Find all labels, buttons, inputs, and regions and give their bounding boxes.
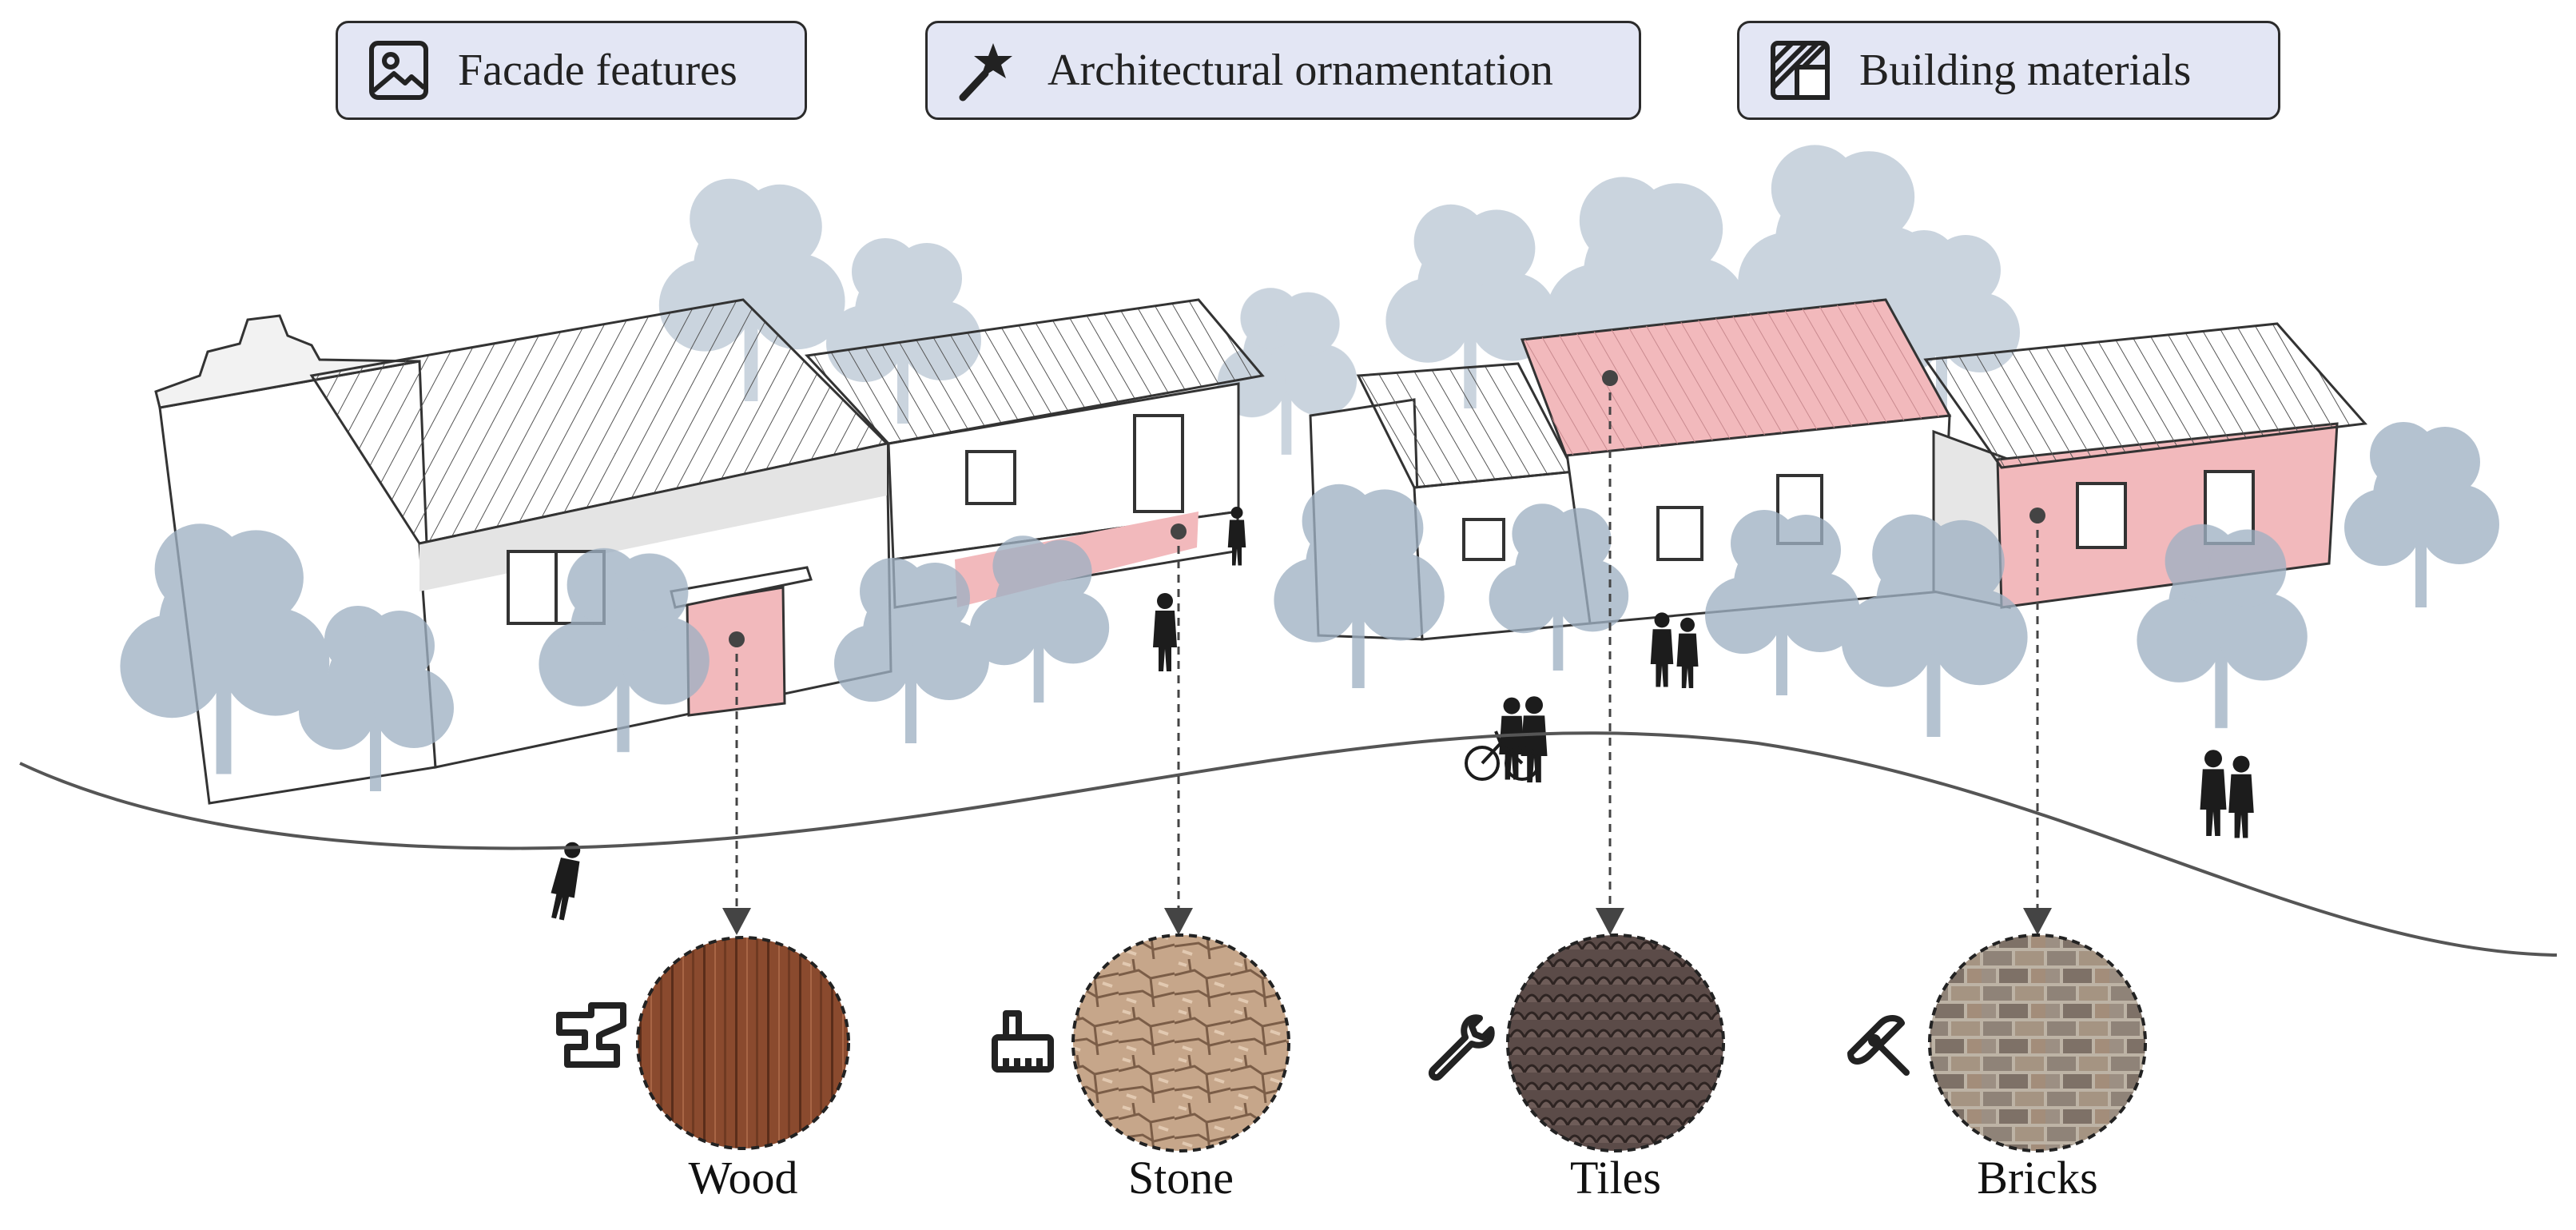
category-label: Facade features: [458, 46, 737, 95]
wrench-icon: [1428, 1014, 1495, 1081]
category-chip-architectural-ornamentation: Architectural ornamentation: [925, 21, 1641, 120]
brick-texture: [1928, 933, 2147, 1152]
pocket-knife-icon: [1847, 1015, 1910, 1076]
roof-tile-texture: [1506, 933, 1725, 1152]
wood-texture: [636, 936, 850, 1150]
hatched-square-icon: [1768, 38, 1832, 102]
category-label: Architectural ornamentation: [1047, 46, 1553, 95]
callout-endpoints: [722, 370, 2052, 935]
road-curve: [19, 731, 2558, 957]
category-chip-building-materials: Building materials: [1737, 21, 2280, 120]
stone-texture: [1071, 933, 1290, 1152]
people-silhouettes: [546, 507, 2254, 922]
material-label-bricks: Bricks: [1977, 1152, 2098, 1204]
category-label: Building materials: [1859, 46, 2192, 95]
material-label-tiles: Tiles: [1570, 1152, 1661, 1204]
callout-arrows: [735, 378, 2039, 911]
material-label-stone: Stone: [1127, 1152, 1234, 1204]
material-label-wood: Wood: [688, 1152, 798, 1204]
image-icon: [367, 38, 431, 102]
brush-icon: [992, 1010, 1054, 1073]
magic-wand-icon: [956, 38, 1020, 102]
anvil-icon: [556, 1002, 626, 1068]
category-chip-facade-features: Facade features: [336, 21, 807, 120]
